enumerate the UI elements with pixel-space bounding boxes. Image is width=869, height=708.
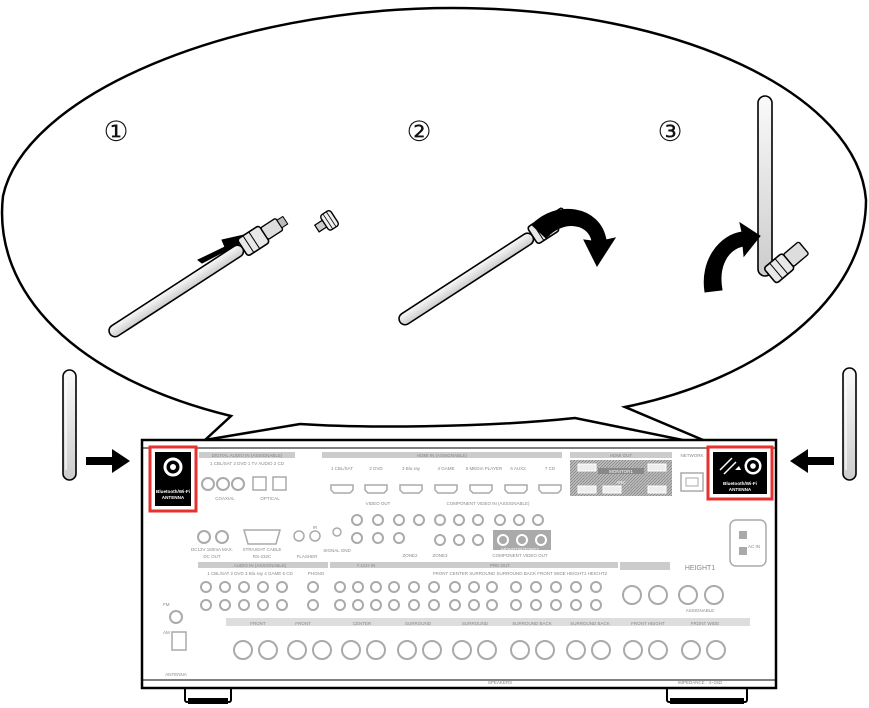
svg-text:FM: FM <box>163 602 170 607</box>
svg-text:SURROUND: SURROUND <box>405 621 432 626</box>
pre-out-section: 7.1CH IN PRE OUT FRONT CENTER SURROUND S… <box>330 562 618 611</box>
svg-text:FRONT: FRONT <box>295 621 311 626</box>
video-section: COMPONENT VIDEO IN (ASSIGNABLE) COMPONEN… <box>351 501 551 558</box>
svg-text:ANTENNA: ANTENNA <box>165 672 187 677</box>
svg-text:ASSIGNABLE: ASSIGNABLE <box>686 608 715 613</box>
svg-text:STRAIGHT CABLE: STRAIGHT CABLE <box>243 547 282 552</box>
svg-text:ARC: ARC <box>616 480 626 485</box>
svg-text:DC OUT: DC OUT <box>203 554 220 559</box>
svg-text:DIGITAL AUDIO IN (ASSIGNABLE): DIGITAL AUDIO IN (ASSIGNABLE) <box>212 453 283 458</box>
step-2-illustration <box>398 207 617 326</box>
svg-text:6 AUX2: 6 AUX2 <box>510 466 526 471</box>
svg-text:ZONE2: ZONE2 <box>402 553 418 558</box>
svg-text:SURROUND BACK: SURROUND BACK <box>512 621 552 626</box>
svg-text:MONITOR1: MONITOR1 <box>609 469 633 474</box>
hdmi-in-section: HDMI IN (ASSIGNABLE) 1 CBL/SAT 2 DVD 3 B… <box>322 452 562 494</box>
left-antenna <box>62 369 77 481</box>
callout-bubble <box>0 6 868 450</box>
svg-text:3 Blu-ray: 3 Blu-ray <box>402 466 421 471</box>
bluetooth-wifi-antenna-terminal-right: Bluetooth/Wi-Fi ANTENNA <box>706 445 774 501</box>
svg-text:Bluetooth/Wi-Fi: Bluetooth/Wi-Fi <box>156 489 190 494</box>
svg-text:AUDIO IN (ASSIGNABLE): AUDIO IN (ASSIGNABLE) <box>234 563 287 568</box>
right-antenna <box>842 367 857 481</box>
svg-text:AC IN: AC IN <box>748 544 760 549</box>
svg-text:7.1CH IN: 7.1CH IN <box>357 563 376 568</box>
svg-text:7 CD: 7 CD <box>545 466 556 471</box>
svg-text:FRONT: FRONT <box>250 621 266 626</box>
svg-text:COAXIAL: COAXIAL <box>215 496 235 501</box>
arrow-right-icon <box>86 449 130 473</box>
arrow-left-icon <box>790 449 834 473</box>
svg-text:DC12V 150mA MAX.: DC12V 150mA MAX. <box>191 547 233 552</box>
control-section: DC12V 150mA MAX. DC OUT STRAIGHT CABLE R… <box>191 525 321 559</box>
svg-text:MONITOR/ZONE2: MONITOR/ZONE2 <box>501 547 539 552</box>
speaker-terminals: FRONT FRONT CENTER SURROUND SURROUND SUR… <box>226 618 750 685</box>
svg-text:2 DVD: 2 DVD <box>369 466 383 471</box>
svg-text:ZONE3: ZONE3 <box>432 553 448 558</box>
svg-text:IR: IR <box>313 525 318 530</box>
rotate-arrow-icon <box>531 209 617 268</box>
svg-text:OPTICAL: OPTICAL <box>260 496 280 501</box>
height-speaker-section: HEIGHT1 ASSIGNABLE <box>620 562 724 613</box>
svg-text:PRE OUT: PRE OUT <box>490 563 510 568</box>
svg-text:5 MEDIA PLAYER: 5 MEDIA PLAYER <box>466 466 503 471</box>
svg-text:ANTENNA: ANTENNA <box>162 495 185 500</box>
svg-text:FLASHER: FLASHER <box>297 554 319 559</box>
svg-text:SURROUND BACK: SURROUND BACK <box>570 621 610 626</box>
svg-text:FRONT HEIGHT: FRONT HEIGHT <box>631 621 665 626</box>
step-3-marker: ③ <box>657 115 682 148</box>
svg-text:1 CBL/SAT 2 DVD 1 TV AUDIO: 1 CBL/SAT 2 DVD 1 TV AUDIO 2 CD <box>210 461 285 466</box>
svg-text:NETWORK: NETWORK <box>681 453 704 458</box>
svg-text:4 GAME: 4 GAME <box>437 466 454 471</box>
svg-text:COMPONENT VIDEO OUT: COMPONENT VIDEO OUT <box>492 553 547 558</box>
svg-text:SURROUND: SURROUND <box>462 621 489 626</box>
svg-text:FRONT WIDE: FRONT WIDE <box>691 621 719 626</box>
antenna-mount-icon <box>719 457 741 475</box>
svg-text:RS-232C: RS-232C <box>253 554 272 559</box>
svg-text:ANTENNA: ANTENNA <box>729 487 752 492</box>
svg-text:CENTER: CENTER <box>353 621 372 626</box>
svg-text:HDMI IN (ASSIGNABLE): HDMI IN (ASSIGNABLE) <box>417 453 468 458</box>
step-1-marker: ① <box>103 115 128 148</box>
step-3-illustration <box>703 95 809 293</box>
svg-text:SPEAKERS: SPEAKERS <box>488 680 512 685</box>
step-1-illustration <box>108 210 339 338</box>
network-section: NETWORK <box>680 453 704 492</box>
svg-text:IMPEDANCE : 4~16Ω: IMPEDANCE : 4~16Ω <box>678 680 723 685</box>
raise-arrow-icon <box>703 221 761 293</box>
svg-text:HEIGHT1: HEIGHT1 <box>685 565 715 572</box>
hdmi-out-section: HDMI OUT MONITOR1 ARC <box>570 452 672 496</box>
ac-in-section: AC IN <box>729 519 767 567</box>
antenna-connector-icon <box>313 210 339 233</box>
audio-in-section: AUDIO IN (ASSIGNABLE) 1 CBL/SAT 2 DVD 3 … <box>198 562 328 611</box>
fm-am-antenna-section: FM AM ANTENNA <box>163 602 187 677</box>
step-2-marker: ② <box>406 115 431 148</box>
svg-text:Bluetooth/Wi-Fi: Bluetooth/Wi-Fi <box>723 481 757 486</box>
digital-audio-in-section: DIGITAL AUDIO IN (ASSIGNABLE) 1 CBL/SAT … <box>199 452 295 501</box>
svg-text:PHONO: PHONO <box>308 571 325 576</box>
svg-text:1 CBL/SAT: 1 CBL/SAT <box>331 466 353 471</box>
svg-text:COMPONENT VIDEO IN (ASSIGNABLE: COMPONENT VIDEO IN (ASSIGNABLE) <box>447 501 530 506</box>
signal-gnd: SIGNAL GND <box>323 527 352 553</box>
svg-text:AM: AM <box>163 630 170 635</box>
svg-text:SIGNAL GND: SIGNAL GND <box>323 548 351 553</box>
bluetooth-wifi-antenna-terminal-left: Bluetooth/Wi-Fi ANTENNA <box>148 445 198 513</box>
svg-text:VIDEO OUT: VIDEO OUT <box>366 501 391 506</box>
svg-text:HDMI OUT: HDMI OUT <box>610 453 632 458</box>
svg-text:FRONT CENTER SURROUND SURRO: FRONT CENTER SURROUND SURROUND BACK FRON… <box>433 571 608 576</box>
svg-text:1 CBL/SAT 2 DVD 3 Blu-ray 4: 1 CBL/SAT 2 DVD 3 Blu-ray 4 GAME 5 CD <box>207 571 293 576</box>
